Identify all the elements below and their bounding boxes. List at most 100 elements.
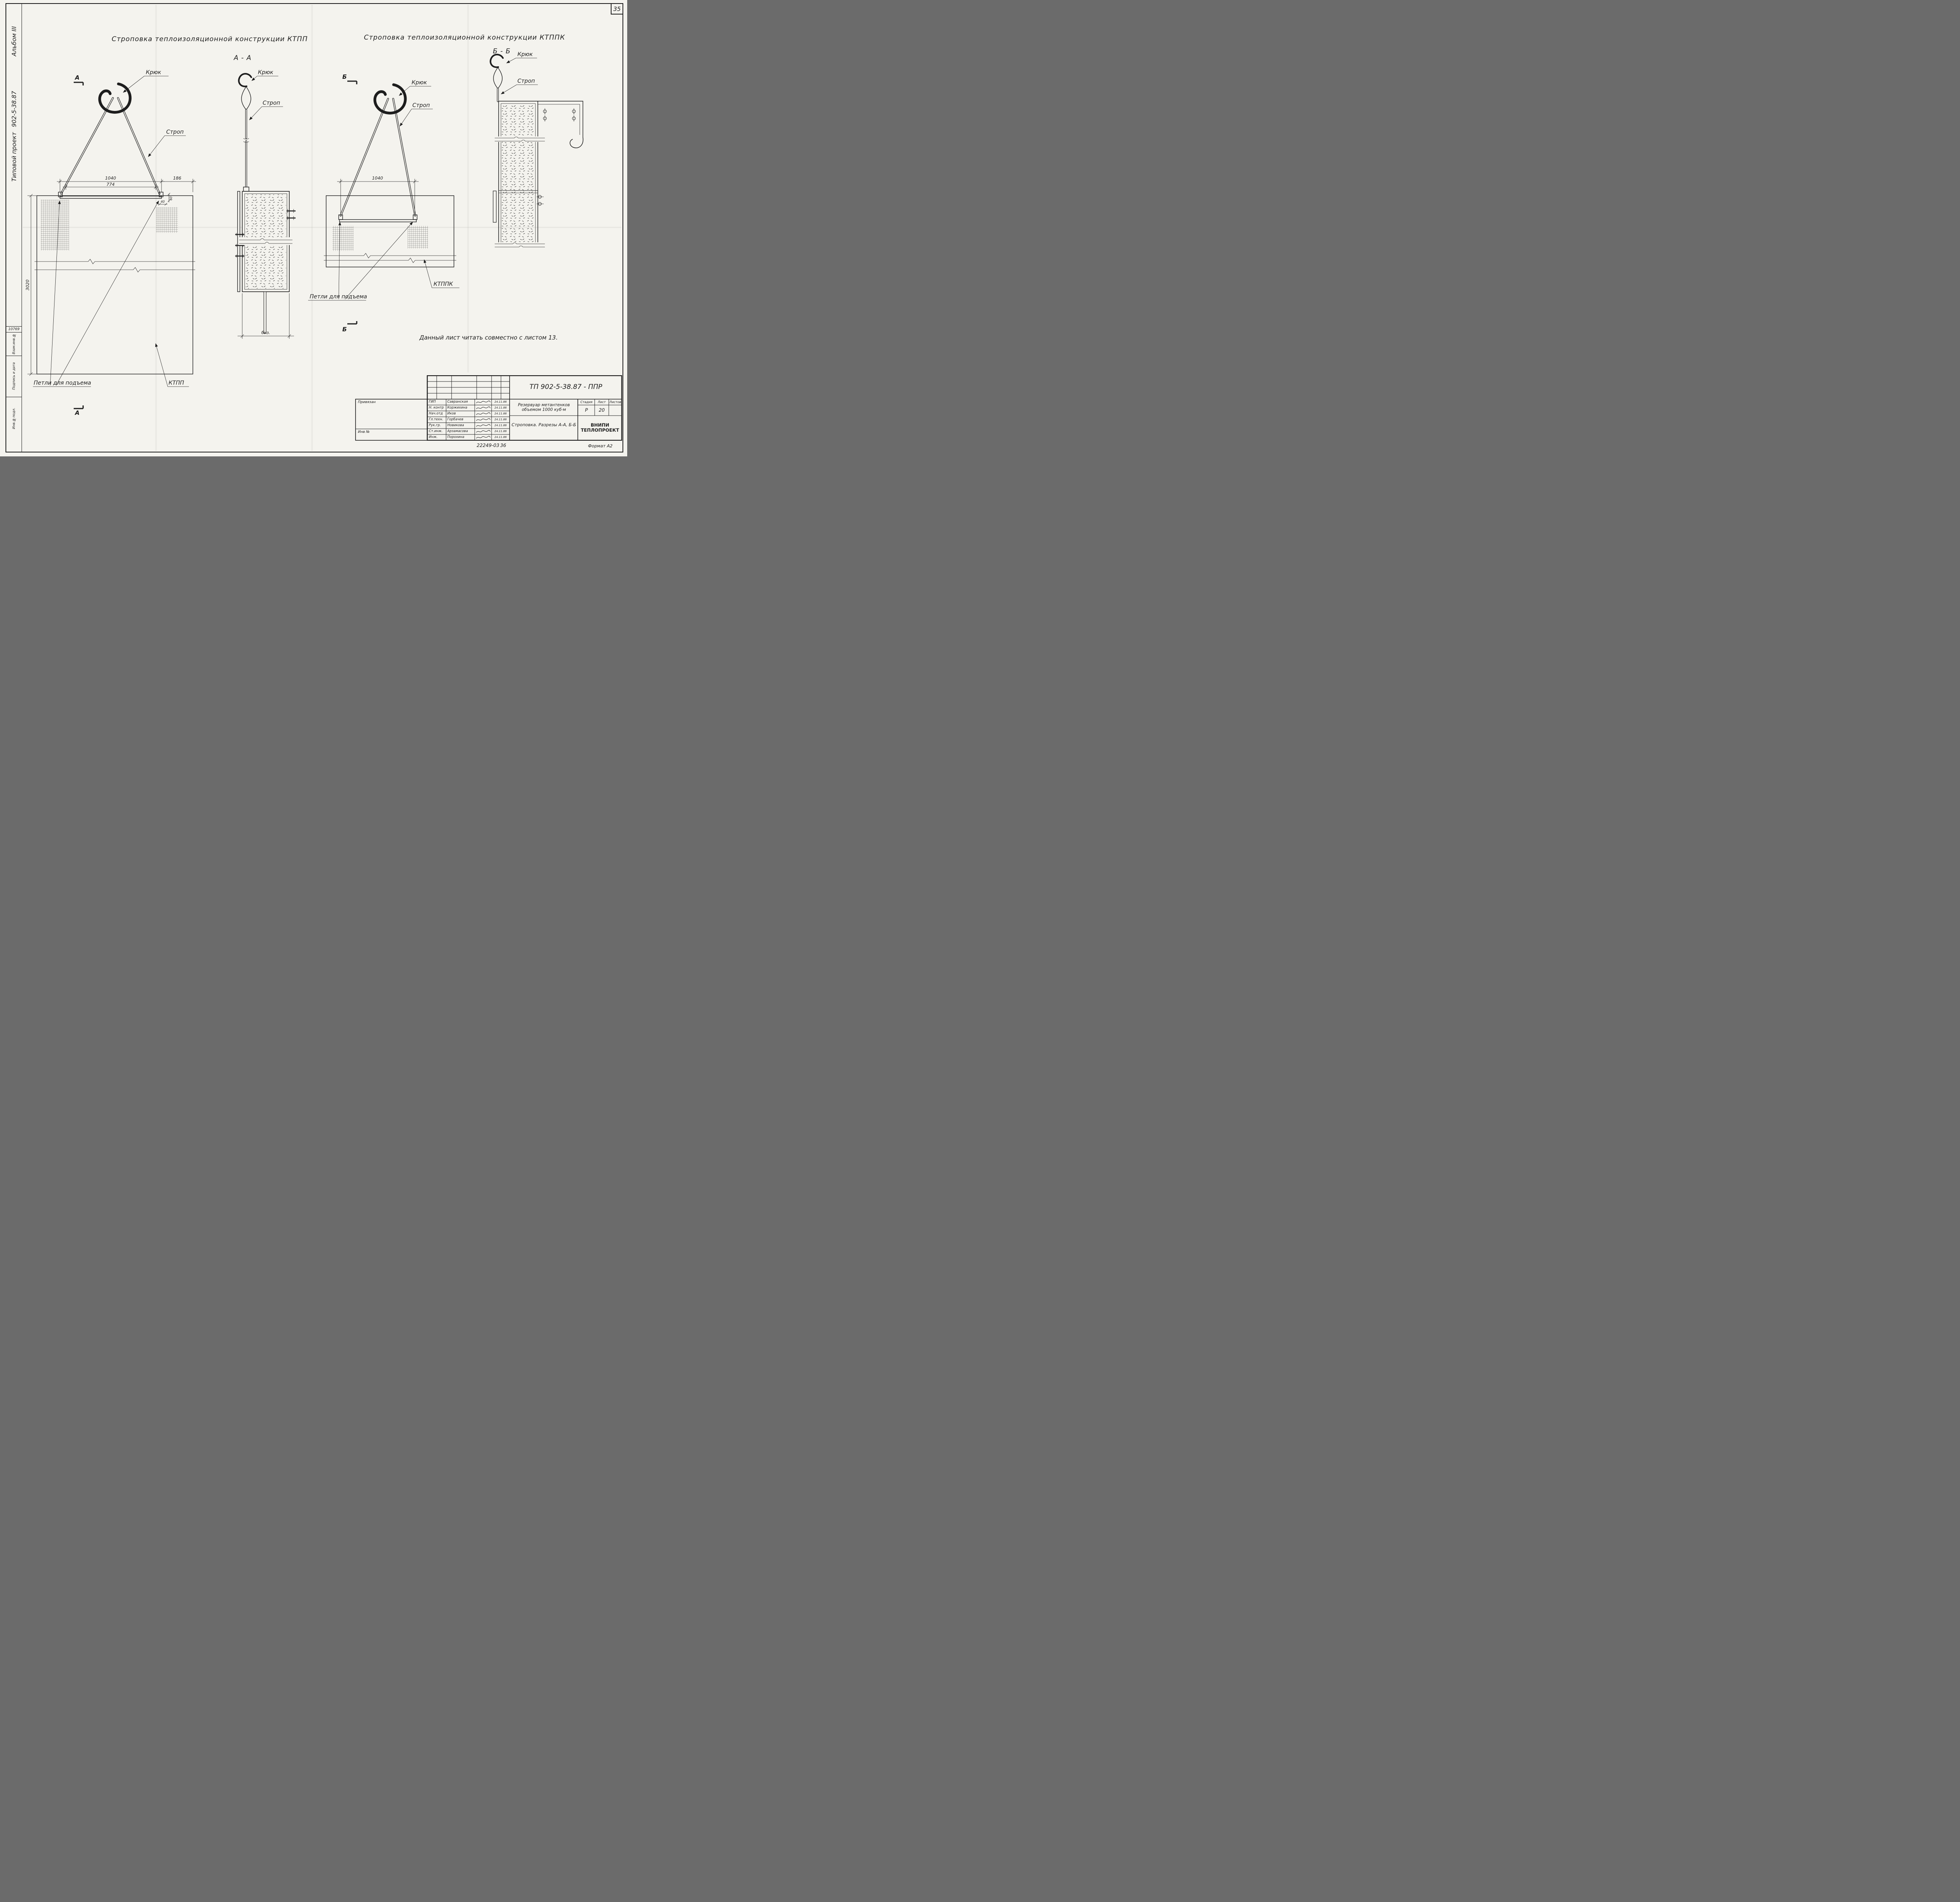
stage-label: Стадия <box>580 400 593 404</box>
joint-cover-strip <box>493 191 497 223</box>
section-aa-title: А - А <box>233 54 251 62</box>
break-band <box>495 242 545 248</box>
stamp-name: Новикова <box>447 423 464 427</box>
lifting-lug <box>243 187 249 192</box>
break-line <box>239 238 292 240</box>
bolts-right <box>287 209 296 220</box>
signature-scribble <box>475 399 491 405</box>
break-line <box>495 136 545 138</box>
dimension-774: 774 <box>63 182 159 190</box>
signature-scribble <box>475 411 491 417</box>
loops-label: Петли для подъема <box>310 294 367 300</box>
sidebar-inv-small: 10769 <box>6 327 22 332</box>
stamp-date: 24.11.86 <box>494 430 507 433</box>
format-label: Формат А2 <box>588 443 613 449</box>
signature-scribble <box>475 417 491 423</box>
stamp-role: Инж. <box>429 435 438 439</box>
stamp-name: Иков <box>447 411 456 416</box>
break-line <box>495 245 545 247</box>
dimension-1040-right: 1040 <box>337 176 419 214</box>
stamp-date: 24.11.86 <box>494 424 507 427</box>
sling-label: Строп <box>412 102 430 109</box>
loops-label: Петли для подъема <box>34 380 91 386</box>
dim-186: 186 <box>173 176 181 181</box>
privyazan-label: Привязан <box>358 400 376 404</box>
dim-60: 60 <box>169 196 173 200</box>
dimension-3020: 3020 <box>25 194 37 376</box>
stamp-role: Рук.гр. <box>429 423 441 427</box>
loops-callout: Петли для подъема <box>308 222 413 301</box>
sheets-label: Листов <box>609 400 621 404</box>
read-with-sheet-note: Данный лист читать совместно с листом 13… <box>419 334 558 341</box>
signature-scribble <box>475 434 491 440</box>
sling-label: Строп <box>166 129 184 135</box>
dimension-40-60: 40 60 <box>158 193 173 206</box>
dim-1040: 1040 <box>105 176 116 181</box>
sling-callout: Строп <box>501 78 538 94</box>
marker-b-letter: Б <box>342 326 347 333</box>
signature-scribble <box>475 429 491 434</box>
crane-hook <box>373 83 407 114</box>
section-marker-b-bottom: Б <box>342 321 358 333</box>
dim-3020: 3020 <box>25 280 30 291</box>
hook-label: Крюк <box>517 51 533 58</box>
marker-a-letter: А <box>74 409 80 416</box>
hook-callout: Крюк <box>506 51 537 64</box>
sling-callout: Строп <box>249 100 283 120</box>
bolts-left <box>235 233 244 258</box>
mesh-patch-right <box>156 207 178 233</box>
title-ktpp: Строповка теплоизоляционной конструкции … <box>111 35 308 43</box>
hook-label: Крюк <box>412 80 427 86</box>
footer-code: 22249-03 <box>477 443 499 448</box>
sheet-label: Лист <box>597 400 606 404</box>
stamp-role: ГИП <box>429 400 436 404</box>
sheet-title: Строповка. Разрезы А-А, Б-Б <box>512 422 576 427</box>
sidebar-divider <box>6 326 22 327</box>
panel-section-aa <box>235 187 296 334</box>
stamp-date: 24.11.86 <box>494 406 507 410</box>
stamp-role: Гл.техн. <box>429 417 443 421</box>
break-line <box>34 259 195 264</box>
top-flashing <box>538 101 583 137</box>
stage-value: Р <box>585 407 588 413</box>
inv-small-label: 10769 <box>8 327 20 331</box>
stamp-name: Горбачев <box>447 417 464 421</box>
section-aa-view: А - А <box>233 54 296 339</box>
stamp-name: Коржихина <box>447 405 468 410</box>
ktppk-front-view: Б Б <box>308 73 459 333</box>
stamp-role: Нач.отд <box>429 411 443 416</box>
marker-a-letter: А <box>74 74 80 81</box>
insulation-fill <box>502 104 535 242</box>
break-line <box>324 253 456 258</box>
section-marker-a-bottom: А <box>74 405 84 416</box>
dimension-biz: биз. <box>238 293 294 339</box>
drawing-canvas: А А <box>23 5 621 451</box>
dimension-186: 186 <box>162 176 196 192</box>
stamp-name: Порохина <box>447 435 465 439</box>
crane-hook <box>98 82 132 114</box>
ktppk-callout: КТППК <box>423 259 459 288</box>
mesh-patch-left <box>332 226 354 251</box>
mesh-patch-right <box>408 226 428 249</box>
sling-eye <box>241 86 251 111</box>
marker-b-letter: Б <box>342 73 347 80</box>
lifting-loop-left <box>58 192 63 197</box>
sling-lines <box>339 98 416 217</box>
footer-number: 36 <box>500 443 506 448</box>
break-line <box>239 242 292 244</box>
organization: ВНИПИ ТЕПЛОПРОЕКТ <box>581 422 619 433</box>
loops-callout: Петли для подъема <box>33 200 159 387</box>
section-marker-a-top: А <box>74 74 84 85</box>
sheet-value: 20 <box>599 407 605 413</box>
sling-line-vertical <box>243 109 249 193</box>
hook-side-view <box>238 73 252 87</box>
ktpp-callout: КТПП <box>155 343 189 387</box>
hook-callout: Крюк <box>251 69 278 81</box>
flashing-bolts <box>543 108 576 122</box>
lifting-loop-left <box>338 214 343 220</box>
hook-callout: Крюк <box>399 80 431 96</box>
anchor-rod <box>263 291 267 334</box>
section-marker-b-top: Б <box>342 73 358 84</box>
break-line <box>324 258 456 263</box>
lifting-loop-right <box>413 214 417 220</box>
